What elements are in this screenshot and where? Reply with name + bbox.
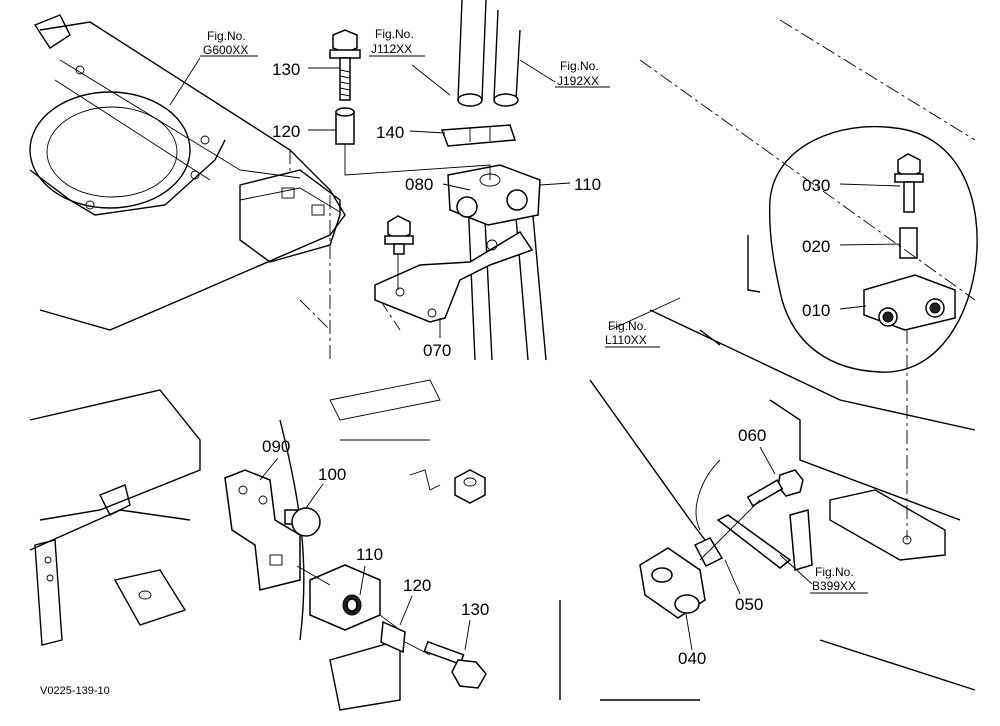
bracket-070 — [374, 230, 534, 323]
clamp-040 — [639, 547, 706, 619]
detail-callout — [768, 125, 978, 540]
clamp-110-bottom — [309, 564, 381, 631]
spacer-120-top — [335, 107, 355, 145]
label-120-bottom: 120 — [403, 576, 431, 595]
label-120-top: 120 — [272, 122, 300, 141]
bolt-060 — [746, 469, 804, 507]
assembly-line-right — [699, 499, 761, 561]
fig-ref-title: Fig.No. — [375, 27, 414, 41]
label-050: 050 — [735, 595, 763, 614]
label-130-bottom: 130 — [461, 600, 489, 619]
stay-090 — [224, 469, 301, 591]
stay-050 — [716, 509, 813, 571]
assembly-line-bottom — [296, 565, 431, 656]
clamp-110-top — [447, 164, 541, 226]
fig-ref-title: Fig.No. — [560, 59, 599, 73]
drawing-code: V0225-139-10 — [40, 685, 110, 697]
leader-lines — [169, 55, 901, 651]
fig-ref-code: G600XX — [203, 43, 248, 57]
fig-ref-code: J112XX — [371, 42, 412, 56]
fig-ref-code: J192XX — [557, 74, 599, 88]
fig-ref-title: Fig.No. — [207, 29, 246, 43]
clamp-cover-140 — [440, 124, 517, 147]
engine-panel-outline — [29, 14, 401, 360]
label-080: 080 — [405, 175, 433, 194]
fig-ref-code: B399XX — [812, 579, 856, 593]
right-frame — [559, 19, 976, 701]
hoses — [457, 0, 547, 361]
label-090: 090 — [262, 437, 290, 456]
label-020: 020 — [802, 237, 830, 256]
assembly-line-top — [344, 144, 491, 180]
label-030: 030 — [802, 176, 830, 195]
nut-misc — [409, 469, 486, 504]
label-060: 060 — [738, 426, 766, 445]
label-010: 010 — [802, 301, 830, 320]
fig-ref-title: Fig.No. — [815, 565, 854, 579]
label-100: 100 — [318, 465, 346, 484]
bolt-100 — [284, 507, 321, 537]
label-140: 140 — [376, 123, 404, 142]
label-070: 070 — [423, 341, 451, 360]
bolt-130-bottom — [423, 640, 487, 689]
spacer-120-bottom — [380, 620, 406, 654]
label-040: 040 — [678, 649, 706, 668]
label-110-bottom: 110 — [356, 545, 383, 564]
fig-ref-title: Fig.No. — [608, 319, 647, 333]
label-110-top: 110 — [574, 175, 601, 194]
fig-ref-code: L110XX — [605, 333, 647, 347]
label-130-top: 130 — [272, 60, 300, 79]
bolt-080 — [384, 215, 414, 255]
bolt-130-top — [329, 29, 361, 101]
